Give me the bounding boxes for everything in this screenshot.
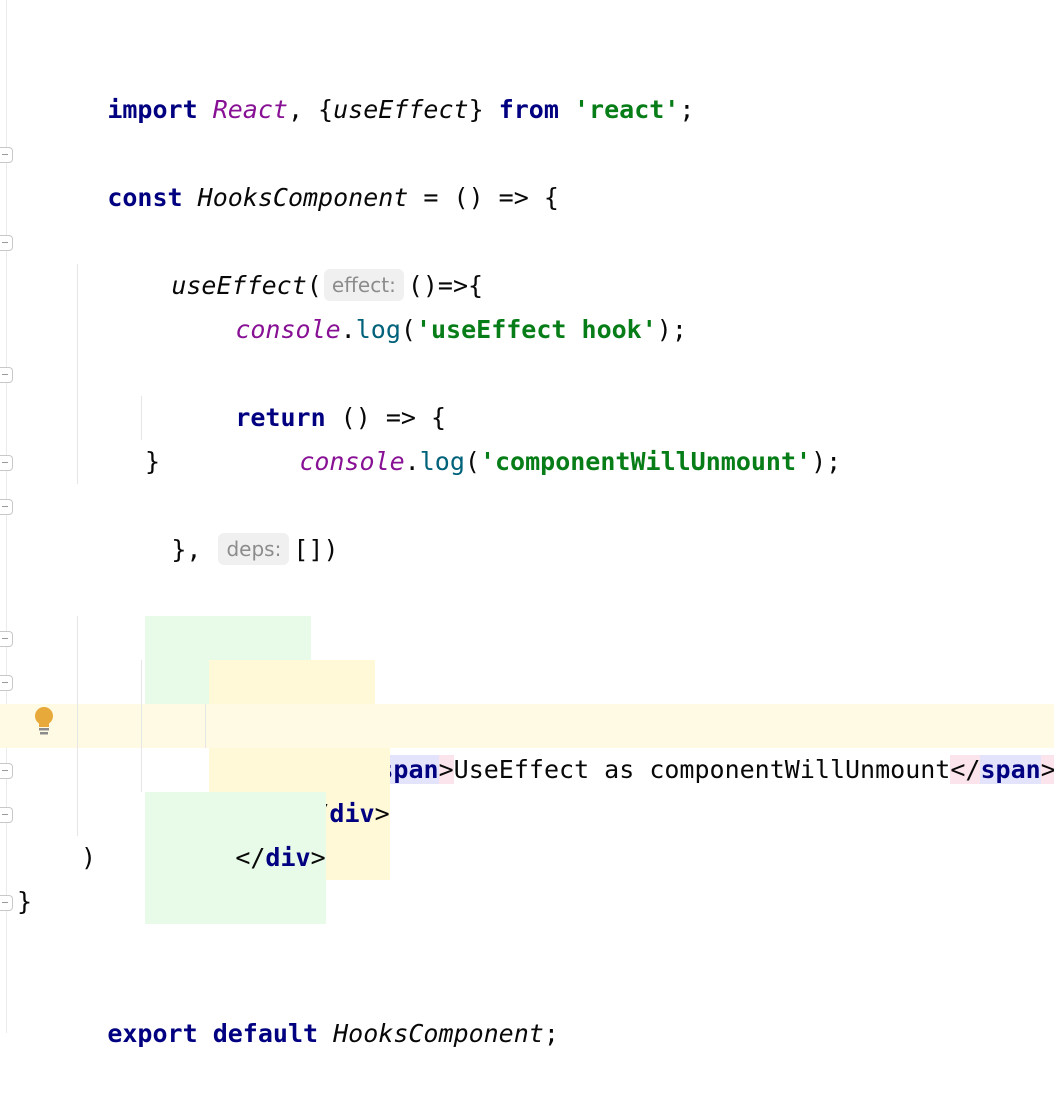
fold-marker-icon[interactable] [0,367,13,383]
punct: } [468,95,484,124]
code-line-10[interactable]: <div> [0,616,1054,748]
punct: > [374,799,390,828]
code-line-8[interactable]: }, deps:[]) [0,484,1054,565]
code-line-empty[interactable] [0,308,1054,352]
fold-marker-icon[interactable] [0,499,13,515]
gutter-border [6,0,7,1033]
code-line-14[interactable]: </div> [0,792,1054,924]
indent-guide [77,264,78,308]
code-line-17[interactable]: export default HooksComponent; [0,968,1054,1048]
punct: ( [306,271,322,300]
punct: ; [679,95,695,124]
method-log: log [355,315,401,344]
punct: ); [656,315,687,344]
code-line-11[interactable]: <div> [0,660,1054,792]
identifier-react: React [212,95,288,124]
indent-guide [205,704,206,748]
identifier-component: HooksComponent [333,1019,544,1048]
punct: </ [950,755,981,784]
indent-guide [77,440,78,484]
parameter-hint: effect: [323,269,404,301]
code-line-5[interactable]: return () => { [0,352,1054,432]
indent-guide [77,308,78,352]
fold-marker-icon[interactable] [0,631,13,647]
code-text: ) [81,843,97,872]
punct: > [310,843,326,872]
keyword-default: default [212,1019,319,1048]
code-text: ()=>{ [407,271,484,300]
fold-marker-icon[interactable] [0,235,13,251]
code-text: } [145,447,161,476]
string-literal: 'componentWillUnmount' [479,447,812,476]
keyword-export: export [107,1019,198,1048]
fold-marker-icon[interactable] [0,763,13,779]
string-literal: 'react' [573,95,680,124]
indent-guide [141,704,142,748]
indent-guide [77,616,78,660]
punct: ( [400,315,416,344]
code-line-12-current[interactable]: <span>UseEffect as componentWillUnmount<… [0,704,1054,784]
code-editor[interactable]: import React, {useEffect} from 'react'; … [0,0,1054,1048]
jsx-tag: div [265,843,311,872]
indent-guide [141,748,142,792]
code-line-16[interactable]: } [0,880,1054,924]
keyword-import: import [107,95,198,124]
code-line-9[interactable]: return( [0,572,1054,652]
indent-guide [77,352,78,396]
code-line-1[interactable]: import React, {useEffect} from 'react'; [0,44,1054,124]
identifier-useeffect: useEffect [171,271,307,300]
fold-marker-icon[interactable] [0,455,13,471]
indent-guide [141,660,142,704]
code-line-7[interactable]: } [0,440,1054,484]
punct: > [438,755,454,784]
punct: . [404,447,420,476]
jsx-text: UseEffect as componentWillUnmount [453,755,951,784]
punct: ( [464,447,480,476]
string-literal: 'useEffect hook' [415,315,657,344]
keyword-return: return [235,403,326,432]
code-text: []) [293,535,339,564]
code-text: }, [171,535,202,564]
code-line-13[interactable]: </div> [0,748,1054,880]
lightbulb-icon[interactable] [32,706,56,740]
keyword-from: from [498,95,559,124]
punct: , { [287,95,334,124]
fold-marker-icon[interactable] [0,147,13,163]
punct: ); [811,447,842,476]
punct: </ [235,843,266,872]
indent-guide [77,792,78,836]
code-line-15[interactable]: ) [0,836,1054,880]
indent-guide [77,396,78,440]
identifier-component: HooksComponent [197,183,409,212]
code-line-6[interactable]: console.log('componentWillUnmount'); [0,396,1054,476]
jsx-tag: div [329,799,375,828]
indent-guide [141,396,142,440]
punct: > [1040,755,1054,784]
identifier-console: console [235,315,341,344]
identifier-console: console [299,447,405,476]
keyword-const: const [107,183,183,212]
indent-guide [77,660,78,704]
indent-guide [77,704,78,748]
indent-guide [77,748,78,792]
parameter-hint: deps: [218,533,290,565]
fold-marker-icon[interactable] [0,807,13,823]
code-line-2[interactable]: const HooksComponent = () => { [0,132,1054,212]
fold-marker-icon[interactable] [0,675,13,691]
identifier-useeffect: useEffect [333,95,469,124]
code-line-4[interactable]: console.log('useEffect hook'); [0,264,1054,344]
jsx-tag: span [980,755,1041,784]
punct: ; [543,1019,559,1048]
code-text: () => { [325,403,447,432]
code-text: } [17,887,33,916]
punct: . [340,315,356,344]
method-log: log [419,447,465,476]
code-text: = () => { [408,183,559,212]
code-line-3[interactable]: useEffect(effect:()=>{ [0,220,1054,301]
fold-marker-icon[interactable] [0,895,13,911]
